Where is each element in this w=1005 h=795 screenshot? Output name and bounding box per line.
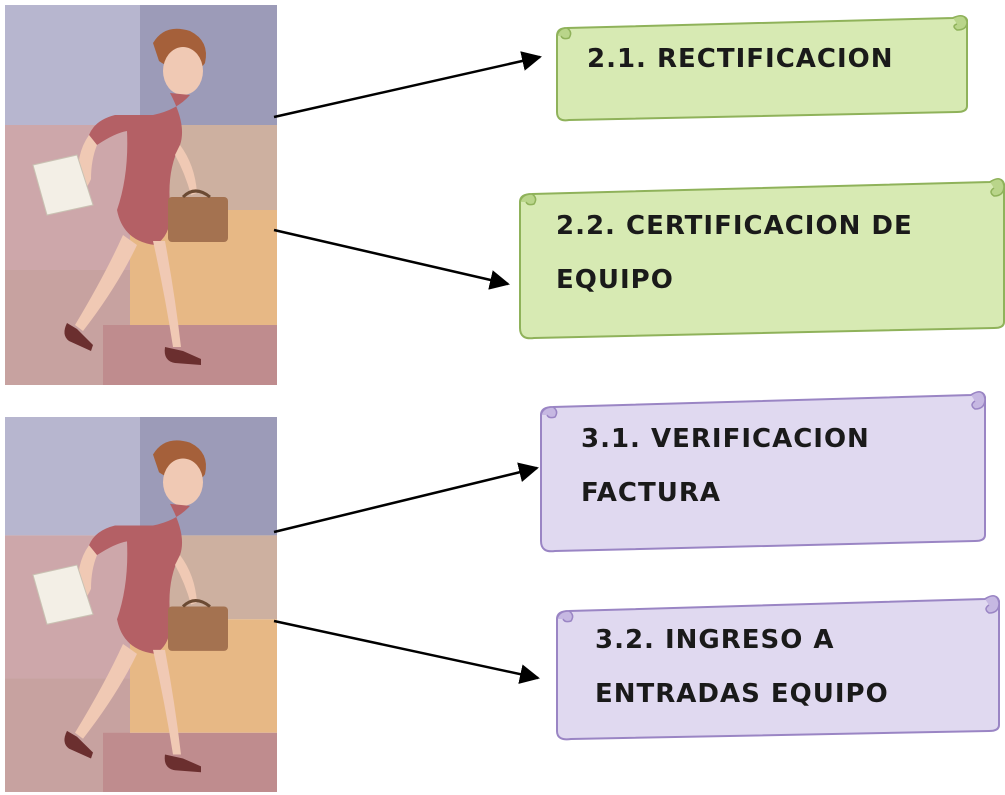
box-3-1-label: 3.1. VERIFICACION FACTURA [581,412,870,520]
box-3-2-line-1: 3.2. INGRESO A [595,625,835,655]
box-2-2-line-2: EQUIPO [556,265,674,295]
scroll-box-2-2: 2.2. CERTIFICACION DE EQUIPO [516,172,1005,340]
arrow-to-box-2-1 [273,51,542,119]
box-3-2-label: 3.2. INGRESO A ENTRADAS EQUIPO [595,613,889,721]
arrow-to-box-3-1 [273,462,539,534]
box-3-1-line-1: 3.1. VERIFICACION [581,424,870,454]
woman-with-briefcase-illustration [5,5,277,385]
scroll-box-3-1: 3.1. VERIFICACION FACTURA [537,385,987,553]
arrow-to-box-2-2 [273,228,510,290]
scroll-box-3-2: 3.2. INGRESO A ENTRADAS EQUIPO [553,591,1003,741]
box-2-1-line-1: 2.1. RECTIFICACION [587,44,894,74]
scroll-shape [540,391,986,553]
box-2-2-label: 2.2. CERTIFICACION DE EQUIPO [556,199,913,307]
woman-with-briefcase-icon [5,5,277,385]
box-2-1-label: 2.1. RECTIFICACION [587,32,894,86]
box-3-1-line-2: FACTURA [581,478,721,508]
scroll-shape [556,15,968,122]
scroll-shape [556,595,1000,741]
woman-with-briefcase-illustration [5,417,277,792]
woman-with-briefcase-icon [5,417,277,792]
scroll-shape [519,178,1005,340]
scroll-box-2-1: 2.1. RECTIFICACION [553,10,971,122]
box-2-2-line-1: 2.2. CERTIFICACION DE [556,211,913,241]
box-3-2-line-2: ENTRADAS EQUIPO [595,679,889,709]
arrow-to-box-3-2 [273,619,540,684]
